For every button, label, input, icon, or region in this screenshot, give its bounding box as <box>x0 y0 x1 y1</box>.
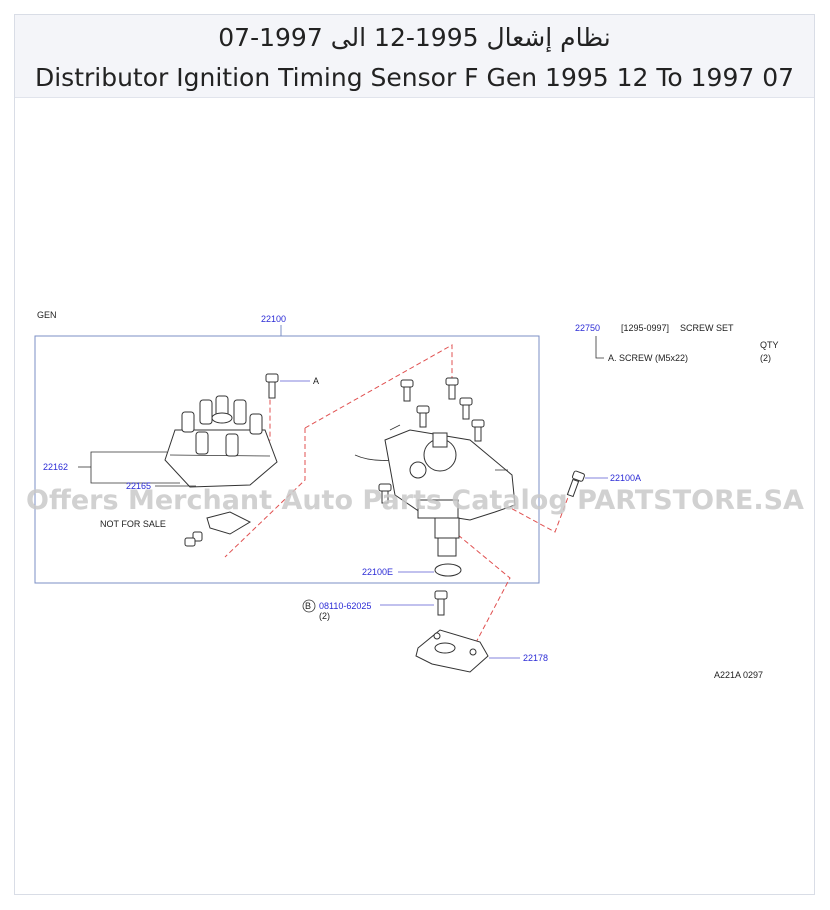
distributor-body-drawing <box>354 424 516 557</box>
gen-label: GEN <box>37 310 57 320</box>
bolt-drawing <box>434 590 448 616</box>
bolt-marker-circle <box>302 599 316 613</box>
watermark: Offers Merchant Auto Parts Catalog PARTS… <box>26 485 804 516</box>
body-screws-drawing <box>378 377 485 504</box>
bolt-marker: B <box>305 601 311 611</box>
header: نظام إشعال 1995-12 الى 1997-07 Distribut… <box>15 15 814 98</box>
bolt-qty: (2) <box>319 611 330 621</box>
screw-set-tree-line <box>595 336 604 359</box>
part-22178-label[interactable]: 22178 <box>523 653 548 663</box>
assembly-box <box>34 335 540 584</box>
figure-code: A221A 0297 <box>714 670 763 680</box>
assembly-guide-bottom <box>451 529 511 651</box>
screw-set-item-qty: (2) <box>760 353 771 363</box>
not-for-sale-label: NOT FOR SALE <box>100 519 166 529</box>
cap-bracket-lines <box>90 451 180 484</box>
part-22162-label[interactable]: 22162 <box>43 462 68 472</box>
part-22100a-label[interactable]: 22100A <box>610 473 641 483</box>
bracket-22178-drawing <box>415 629 489 673</box>
title-arabic: نظام إشعال 1995-12 الى 1997-07 <box>218 23 611 52</box>
title-english: Distributor Ignition Timing Sensor F Gen… <box>34 63 795 92</box>
assembly-number[interactable]: 22100 <box>261 314 286 324</box>
screw-a-drawing <box>265 373 279 399</box>
screw-set-label: SCREW SET <box>680 323 734 333</box>
screw-22100a-drawing <box>566 470 585 498</box>
part-22165-label[interactable]: 22165 <box>126 481 151 491</box>
part-22100e-label[interactable]: 22100E <box>362 567 393 577</box>
assembly-guide-left <box>224 428 306 558</box>
catalog-frame: نظام إشعال 1995-12 الى 1997-07 Distribut… <box>14 14 815 895</box>
assembly-guide-right <box>504 491 571 533</box>
part-08110-62025-label[interactable]: 08110-62025 <box>319 601 371 611</box>
distributor-cap-drawing <box>164 395 278 488</box>
o-ring-drawing <box>434 563 462 577</box>
assembly-guide-top <box>304 344 453 429</box>
callout-a: A <box>313 376 319 386</box>
screw-set-item: A. SCREW (M5x22) <box>608 353 688 363</box>
screw-set-qty-header: QTY <box>760 340 779 350</box>
sensor-bracket-drawing <box>184 511 252 547</box>
screw-set-code: [1295-0997] <box>621 323 669 333</box>
part-22750-label[interactable]: 22750 <box>575 323 600 333</box>
assembly-guide-cap <box>249 395 271 446</box>
